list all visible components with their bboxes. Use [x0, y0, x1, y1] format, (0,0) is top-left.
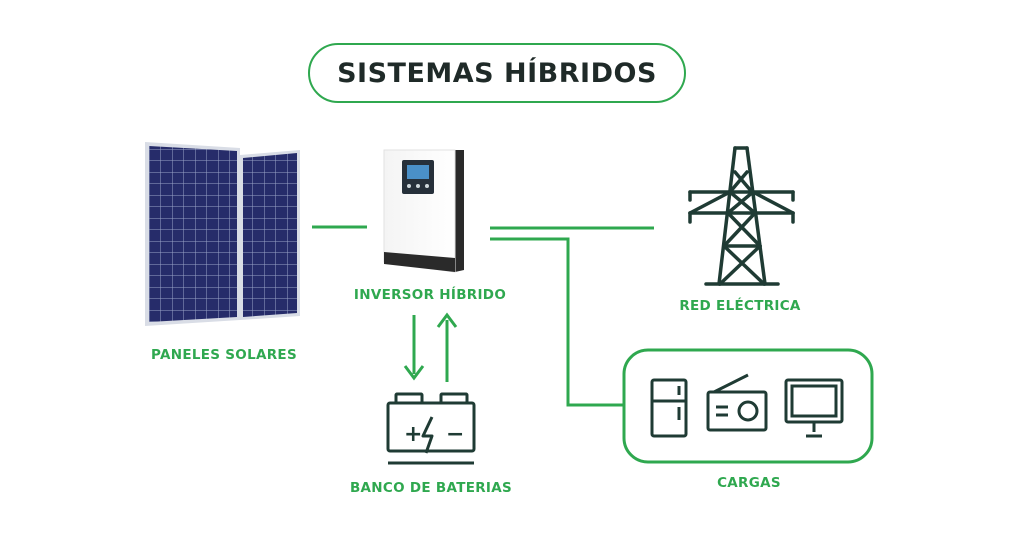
battery-icon	[386, 392, 476, 465]
inverter-icon	[383, 149, 464, 273]
arrow-down-icon	[403, 315, 425, 381]
label-grid: RED ELÉCTRICA	[679, 298, 801, 314]
arrow-up-icon	[436, 312, 458, 382]
refrigerator-icon	[650, 378, 688, 438]
solar-panel-front	[145, 142, 240, 326]
label-loads: CARGAS	[717, 475, 781, 491]
solar-panels-icon	[145, 142, 300, 326]
monitor-icon	[784, 378, 844, 438]
solar-panel-back	[240, 150, 300, 320]
radio-icon	[706, 373, 768, 432]
label-solar-panels: PANELES SOLARES	[151, 347, 297, 363]
title-box: SISTEMAS HÍBRIDOS	[308, 43, 686, 103]
battery-minus-sign: −	[446, 422, 464, 447]
label-battery-bank: BANCO DE BATERIAS	[349, 480, 513, 496]
label-inverter: INVERSOR HÍBRIDO	[353, 287, 507, 303]
loads-box	[622, 348, 874, 464]
connection-lines	[312, 225, 654, 407]
line-inverter-loads	[490, 237, 625, 407]
grid-tower-icon	[688, 146, 795, 286]
battery-plus-sign: +	[404, 422, 422, 447]
diagram-title: SISTEMAS HÍBRIDOS	[337, 57, 657, 89]
lightning-icon	[421, 416, 434, 454]
